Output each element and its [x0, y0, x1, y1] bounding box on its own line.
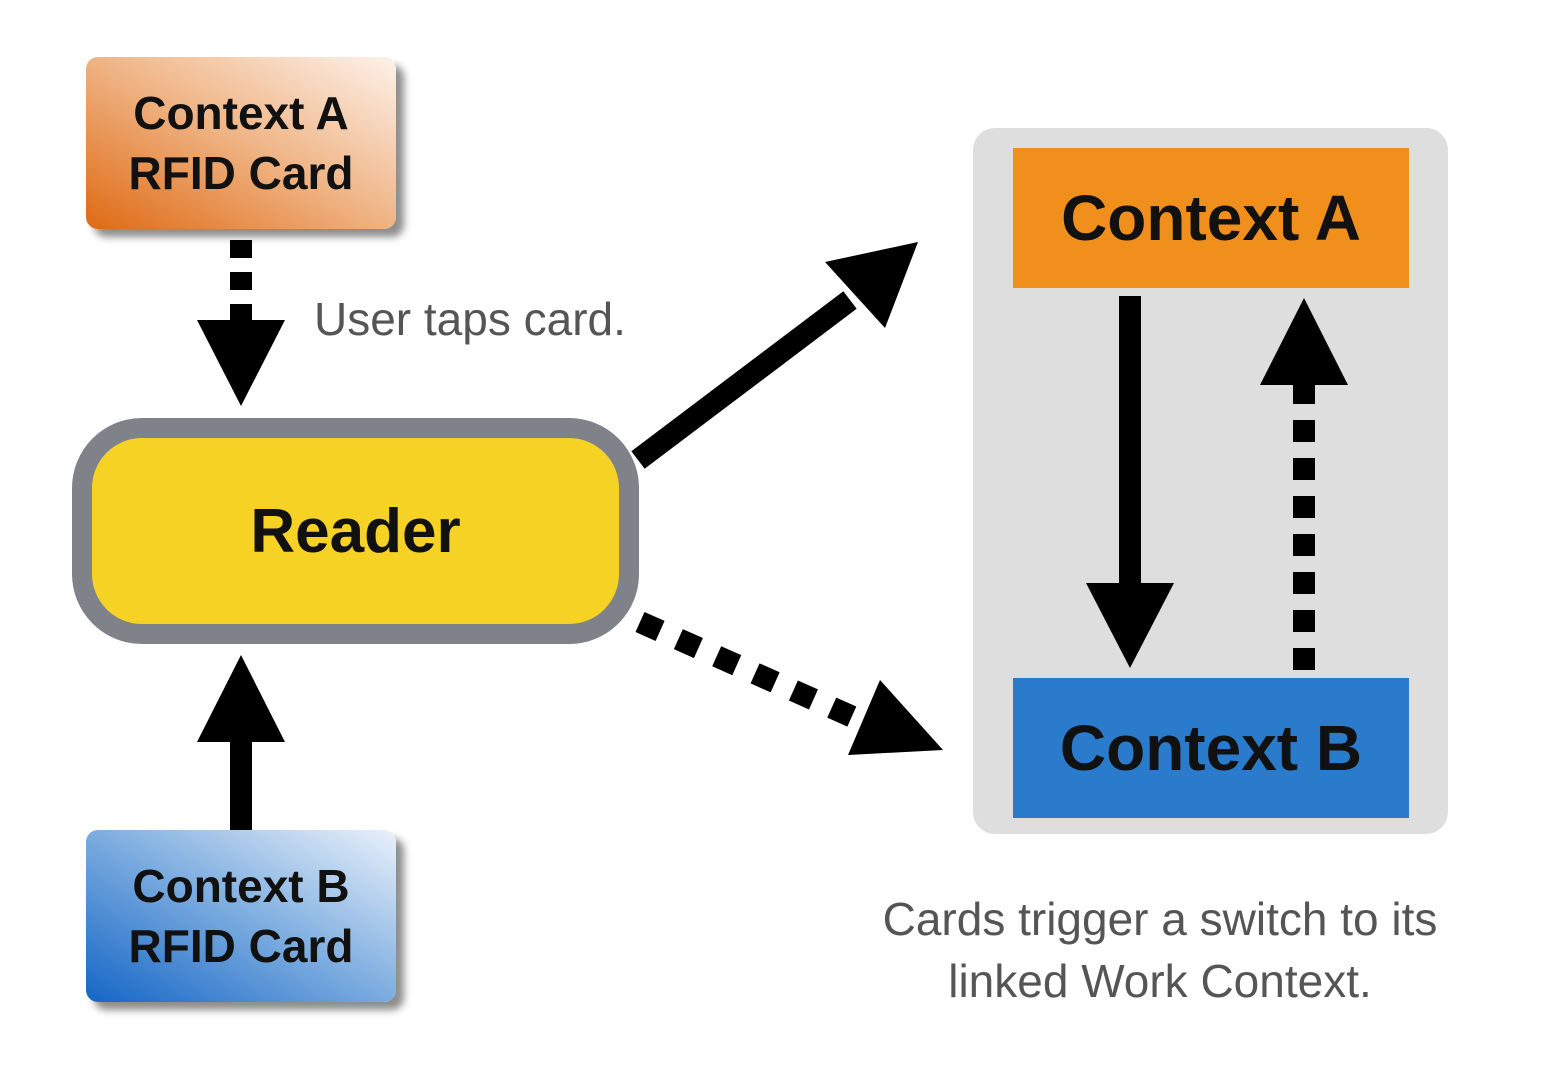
- context-a-card-line1: Context A: [133, 87, 349, 139]
- context-b-rfid-card: Context B RFID Card: [86, 830, 396, 1002]
- arrow-reader-to-context-b: [635, 611, 943, 755]
- context-b-box: Context B: [1013, 678, 1409, 818]
- caption-line-2: linked Work Context.: [948, 955, 1372, 1007]
- context-b-label: Context B: [1059, 712, 1363, 784]
- context-a-rfid-card: Context A RFID Card: [86, 57, 396, 229]
- context-b-card-line1: Context B: [132, 860, 350, 912]
- context-a-card-line2: RFID Card: [128, 147, 354, 199]
- arrow-card-b-to-reader: [197, 655, 285, 830]
- user-taps-card-note: User taps card.: [314, 293, 626, 345]
- caption: Cards trigger a switch to its linked Wor…: [820, 888, 1500, 1012]
- context-a-label: Context A: [1061, 182, 1361, 254]
- arrow-context-b-to-a: [1260, 298, 1348, 670]
- arrow-context-a-to-b: [1086, 296, 1174, 668]
- context-b-card-line2: RFID Card: [128, 920, 354, 972]
- reader-node: Reader: [72, 418, 639, 644]
- arrow-card-a-to-reader: [197, 240, 285, 406]
- context-a-box: Context A: [1013, 148, 1409, 288]
- caption-line-1: Cards trigger a switch to its: [882, 893, 1438, 945]
- arrow-reader-to-context-a: [631, 242, 918, 469]
- reader-label: Reader: [250, 496, 461, 566]
